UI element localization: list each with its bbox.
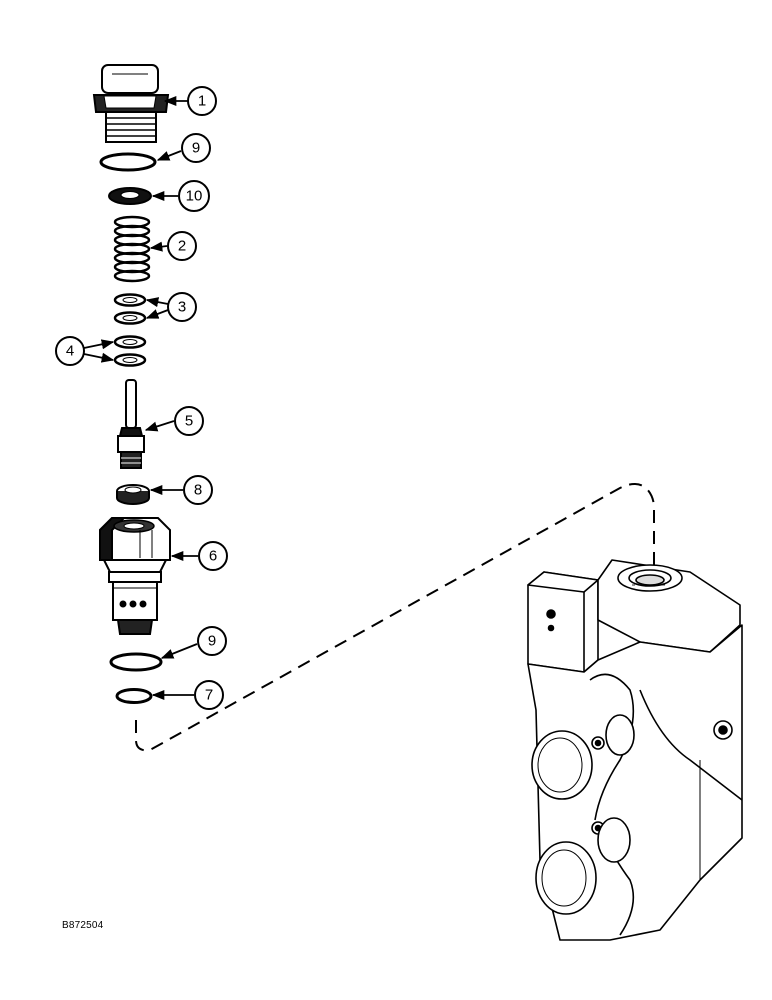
- part-o-ring-lower: [109, 652, 163, 672]
- callout-9-upper: 9: [181, 133, 211, 163]
- valve-block-housing: [527, 559, 743, 941]
- callout-label-10: 10: [186, 188, 203, 205]
- callout-label-9-lower: 9: [208, 633, 216, 650]
- part-o-ring-small: [115, 688, 153, 704]
- part-spring: [113, 215, 151, 283]
- drawing-number: B872504: [62, 920, 104, 931]
- callout-bubbles: 1 9 10 2 3 4 5 8: [55, 86, 228, 710]
- leader-5: [144, 420, 175, 432]
- callout-5: 5: [174, 406, 204, 436]
- callout-9-lower: 9: [197, 626, 227, 656]
- callout-7: 7: [194, 680, 224, 710]
- leader-9-upper: [156, 150, 182, 161]
- part-poppet: [117, 379, 145, 469]
- leader-4b: [83, 352, 115, 363]
- leader-9-lower: [160, 643, 198, 659]
- callout-label-5: 5: [185, 413, 193, 430]
- callout-10: 10: [178, 180, 210, 212]
- callout-label-3: 3: [178, 299, 186, 316]
- part-spring-seat: [108, 187, 152, 205]
- callout-label-6: 6: [209, 548, 217, 565]
- callout-3: 3: [167, 292, 197, 322]
- part-seat-ring: [116, 484, 150, 505]
- part-shims-4: [113, 335, 147, 367]
- leader-2: [149, 241, 168, 252]
- callout-label-4: 4: [66, 343, 74, 360]
- part-shims-3: [113, 293, 147, 325]
- leader-3a: [145, 297, 169, 308]
- part-o-ring-upper: [99, 152, 157, 172]
- callout-label-8: 8: [194, 482, 202, 499]
- leader-3b: [145, 309, 169, 319]
- callout-label-2: 2: [178, 238, 186, 255]
- callout-label-7: 7: [205, 687, 213, 704]
- callout-8: 8: [183, 475, 213, 505]
- assembly-dashed-line: [135, 483, 655, 752]
- callout-label-9-upper: 9: [192, 140, 200, 157]
- part-cartridge-body: [99, 517, 171, 635]
- callout-leaders: [83, 95, 198, 701]
- callout-4: 4: [55, 336, 85, 366]
- leader-4a: [83, 339, 115, 350]
- callout-1: 1: [187, 86, 217, 116]
- part-plug: [92, 64, 170, 143]
- callout-6: 6: [198, 541, 228, 571]
- callout-label-1: 1: [198, 93, 206, 110]
- callout-2: 2: [167, 231, 197, 261]
